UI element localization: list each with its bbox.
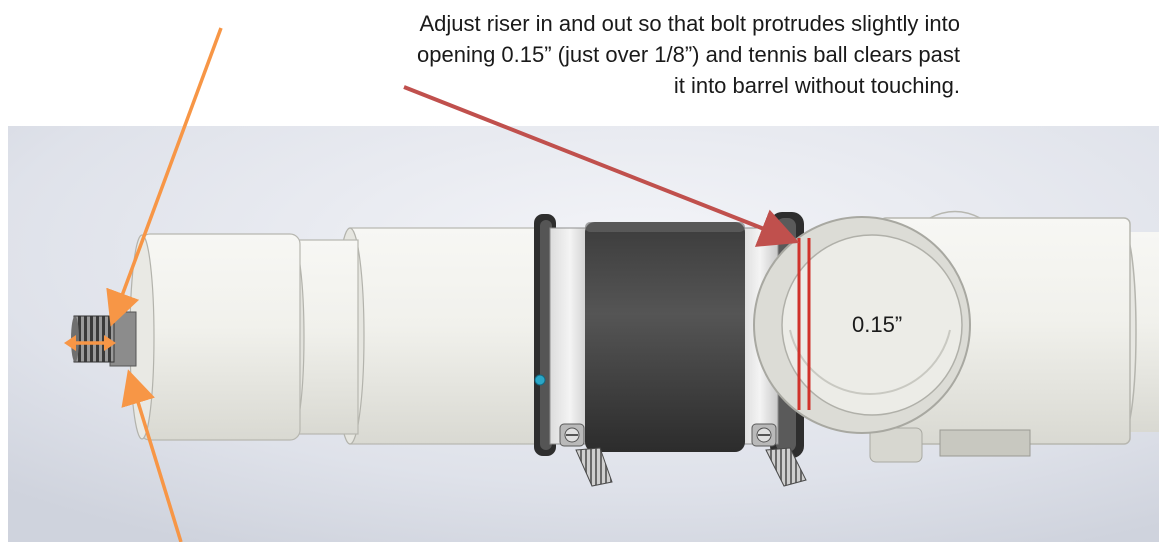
adjustment-instruction: Adjust riser in and out so that bolt pro… <box>417 8 960 101</box>
instruction-line-2: opening 0.15” (just over 1/8”) and tenni… <box>417 42 960 67</box>
coupling-rivet <box>534 374 546 386</box>
dimension-lines <box>797 238 811 410</box>
pointer-arrow-red <box>403 85 800 247</box>
rubber-coupling <box>585 222 745 452</box>
instruction-line-1: Adjust riser in and out so that bolt pro… <box>419 11 960 36</box>
hose-clamp-right <box>751 423 807 487</box>
instruction-line-3: it into barrel without touching. <box>673 73 960 98</box>
pointer-arrow-orange-bottom <box>121 369 183 542</box>
main-pipe <box>129 227 551 445</box>
pointer-arrow-orange-top <box>106 27 223 327</box>
dimension-label: 0.15” <box>852 312 903 337</box>
threaded-bolt <box>71 311 137 367</box>
coupling-band-left <box>549 227 591 445</box>
double-headed-arrow-icon <box>64 335 116 351</box>
hose-clamp-left <box>559 423 613 487</box>
